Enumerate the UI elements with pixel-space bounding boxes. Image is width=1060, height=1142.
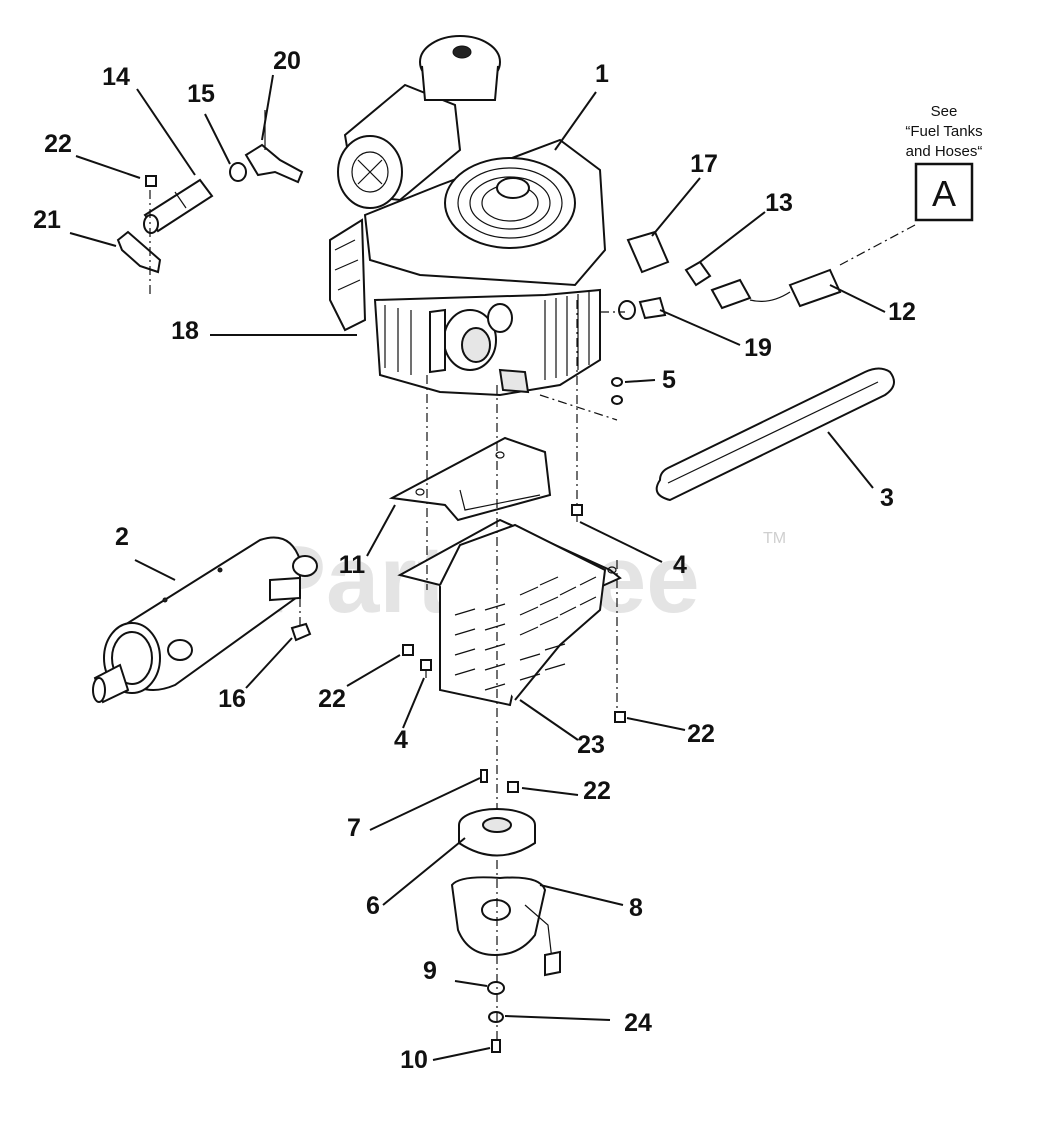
callout-2[interactable]: 2: [115, 523, 129, 551]
callout-5[interactable]: 5: [662, 366, 676, 394]
callout-22-left[interactable]: 22: [318, 685, 346, 713]
callout-21[interactable]: 21: [33, 206, 61, 234]
watermark-trademark: TM: [763, 530, 786, 547]
callout-12[interactable]: 12: [888, 298, 916, 326]
muffler-part: [92, 536, 318, 704]
reference-note: See “Fuel Tanks and Hoses“ A: [905, 103, 983, 222]
callout-22-center[interactable]: 22: [583, 777, 611, 805]
callout-8[interactable]: 8: [629, 894, 643, 922]
assembly-centerlines: [426, 300, 618, 1040]
callout-4-left[interactable]: 4: [394, 726, 408, 754]
heat-shield-part: [397, 518, 622, 707]
callout-labels: 1 2 3 4 4 5 6 7 8 9 10 11 12 13 14 15 16…: [33, 47, 916, 1074]
callout-15[interactable]: 15: [187, 80, 215, 108]
mount-plate-part: [388, 436, 552, 522]
callout-4-right[interactable]: 4: [673, 551, 687, 579]
callout-1[interactable]: 1: [595, 60, 609, 88]
callout-6[interactable]: 6: [366, 892, 380, 920]
callout-23[interactable]: 23: [577, 731, 605, 759]
reference-note-line1: See: [931, 103, 958, 120]
callout-24[interactable]: 24: [624, 1009, 652, 1037]
pulley-part: [458, 808, 536, 857]
engine-part: [329, 35, 607, 397]
callout-19[interactable]: 19: [744, 334, 772, 362]
fastener-parts: [402, 377, 626, 1053]
clutch-part: [450, 876, 561, 977]
callout-22-top[interactable]: 22: [44, 130, 72, 158]
callout-13[interactable]: 13: [765, 189, 793, 217]
callout-3[interactable]: 3: [880, 484, 894, 512]
callout-20[interactable]: 20: [273, 47, 301, 75]
fuel-hose-left-parts: [116, 110, 304, 298]
callout-16[interactable]: 16: [218, 685, 246, 713]
reference-box-letter: A: [932, 173, 956, 214]
reference-note-line2: “Fuel Tanks: [905, 123, 982, 140]
callout-14[interactable]: 14: [102, 63, 130, 91]
callout-11[interactable]: 11: [339, 551, 366, 579]
callout-22-right[interactable]: 22: [687, 720, 715, 748]
callout-18[interactable]: 18: [171, 317, 199, 345]
nut-part: [290, 622, 312, 642]
callout-9[interactable]: 9: [423, 957, 437, 985]
drive-belt-part: [655, 367, 895, 502]
leader-lines: [69, 74, 886, 1061]
reference-note-line3: and Hoses“: [906, 143, 983, 160]
callout-10[interactable]: 10: [400, 1046, 428, 1074]
reference-box[interactable]: [914, 162, 974, 222]
fuel-hose-right-parts: [600, 224, 916, 320]
callout-17[interactable]: 17: [690, 150, 718, 178]
callout-7[interactable]: 7: [347, 814, 361, 842]
